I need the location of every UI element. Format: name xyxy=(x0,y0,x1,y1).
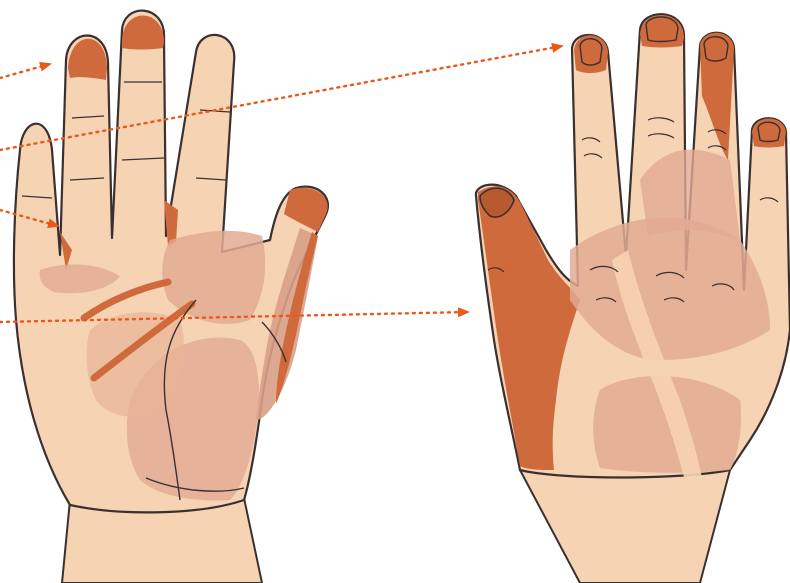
palm-view-hand xyxy=(14,11,328,583)
pointer-arrow-fingertip xyxy=(0,64,50,78)
back-finger-mid-zone xyxy=(640,150,740,240)
back-index-nail xyxy=(580,39,602,65)
back-little-nail xyxy=(758,122,780,141)
back-view-hand xyxy=(476,14,790,583)
back-ring-nail xyxy=(704,37,728,61)
back-middle-nail xyxy=(646,17,678,42)
